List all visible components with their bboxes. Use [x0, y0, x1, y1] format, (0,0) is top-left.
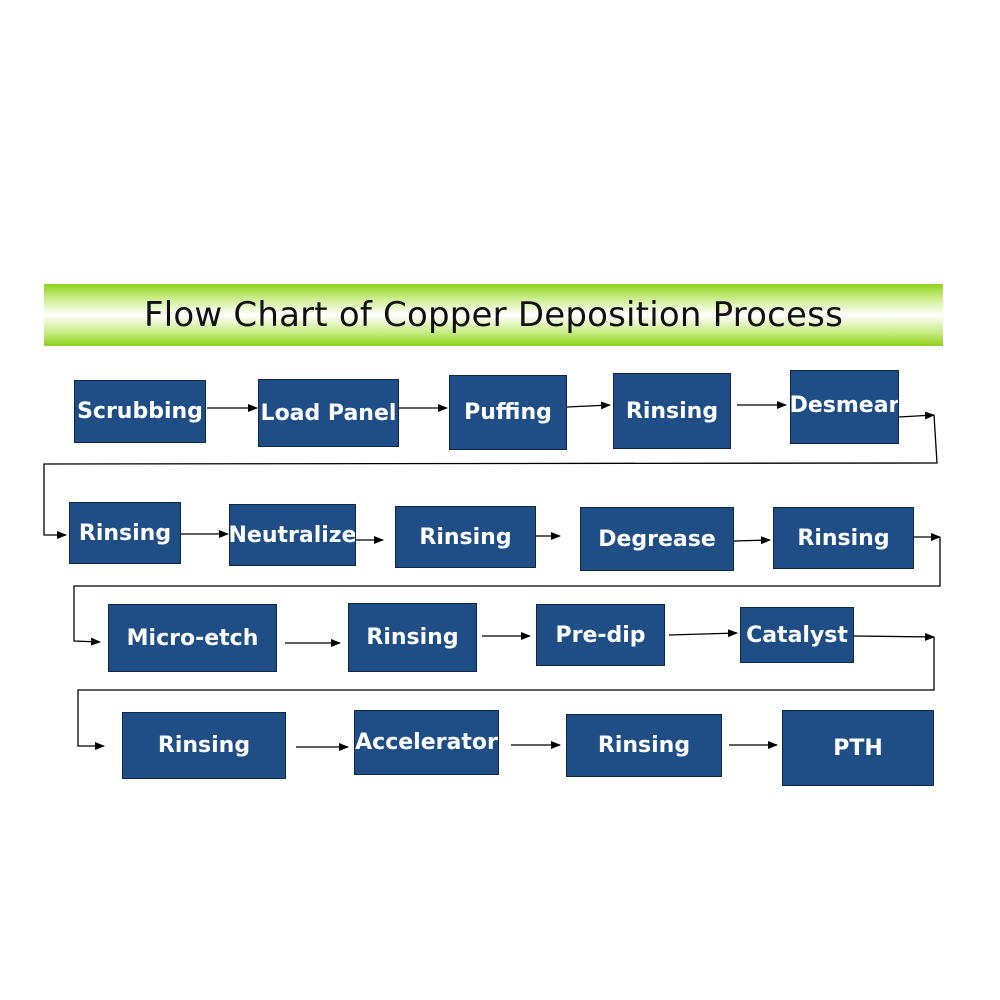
step-puffing: Puffing — [449, 375, 567, 450]
step-label: Micro-etch — [126, 625, 259, 651]
arrow-pre-dip-to-catalyst — [668, 629, 738, 638]
step-label: Rinsing — [78, 520, 172, 546]
step-label: PTH — [833, 735, 883, 761]
step-label: Scrubbing — [77, 399, 203, 424]
step-rinsing-6: Rinsing — [122, 712, 286, 779]
step-scrubbing: Scrubbing — [74, 380, 206, 443]
connector-row1-to-row2 — [43, 414, 938, 539]
step-rinsing-4: Rinsing — [773, 507, 914, 569]
step-label: Rinsing — [797, 525, 890, 551]
step-label: Puffing — [464, 400, 552, 425]
step-label: Rinsing — [625, 398, 719, 424]
arrow-degrease-to-rinsing — [733, 536, 771, 545]
step-label: Rinsing — [419, 524, 512, 550]
step-degrease: Degrease — [580, 507, 734, 571]
diagram-title: Flow Chart of Copper Deposition Process — [143, 295, 843, 335]
step-label: Rinsing — [366, 625, 459, 650]
step-pth: PTH — [782, 710, 934, 786]
step-pre-dip: Pre-dip — [536, 604, 665, 666]
step-rinsing-7: Rinsing — [566, 714, 722, 777]
step-desmear: Desmear — [790, 370, 899, 444]
step-neutralize: Neutralize — [229, 504, 356, 566]
step-rinsing-3: Rinsing — [395, 506, 536, 568]
step-accelerator: Accelerator — [354, 710, 499, 775]
step-label: Rinsing — [597, 733, 691, 758]
arrow-puffing-to-rinsing — [566, 401, 611, 410]
connector-row3-to-row4 — [77, 637, 935, 750]
step-label: Rinsing — [157, 733, 251, 758]
step-micro-etch: Micro-etch — [108, 604, 277, 672]
step-label: Catalyst — [746, 622, 848, 648]
connector-row2-to-row3 — [73, 537, 941, 646]
step-rinsing-2: Rinsing — [69, 502, 181, 564]
step-label: Degrease — [598, 526, 716, 552]
arrow-desmear-out — [898, 411, 935, 420]
step-catalyst: Catalyst — [740, 607, 854, 663]
step-rinsing-1: Rinsing — [613, 373, 731, 449]
step-label: Neutralize — [229, 522, 356, 548]
step-load-panel: Load Panel — [258, 379, 399, 447]
step-label: Pre-dip — [555, 622, 646, 648]
title-banner: Flow Chart of Copper Deposition Process — [44, 284, 943, 346]
step-rinsing-5: Rinsing — [348, 603, 477, 672]
step-label: Load Panel — [260, 400, 397, 426]
arrow-catalyst-out — [853, 632, 935, 641]
step-label: Accelerator — [355, 730, 498, 755]
step-label: Desmear — [790, 393, 899, 418]
